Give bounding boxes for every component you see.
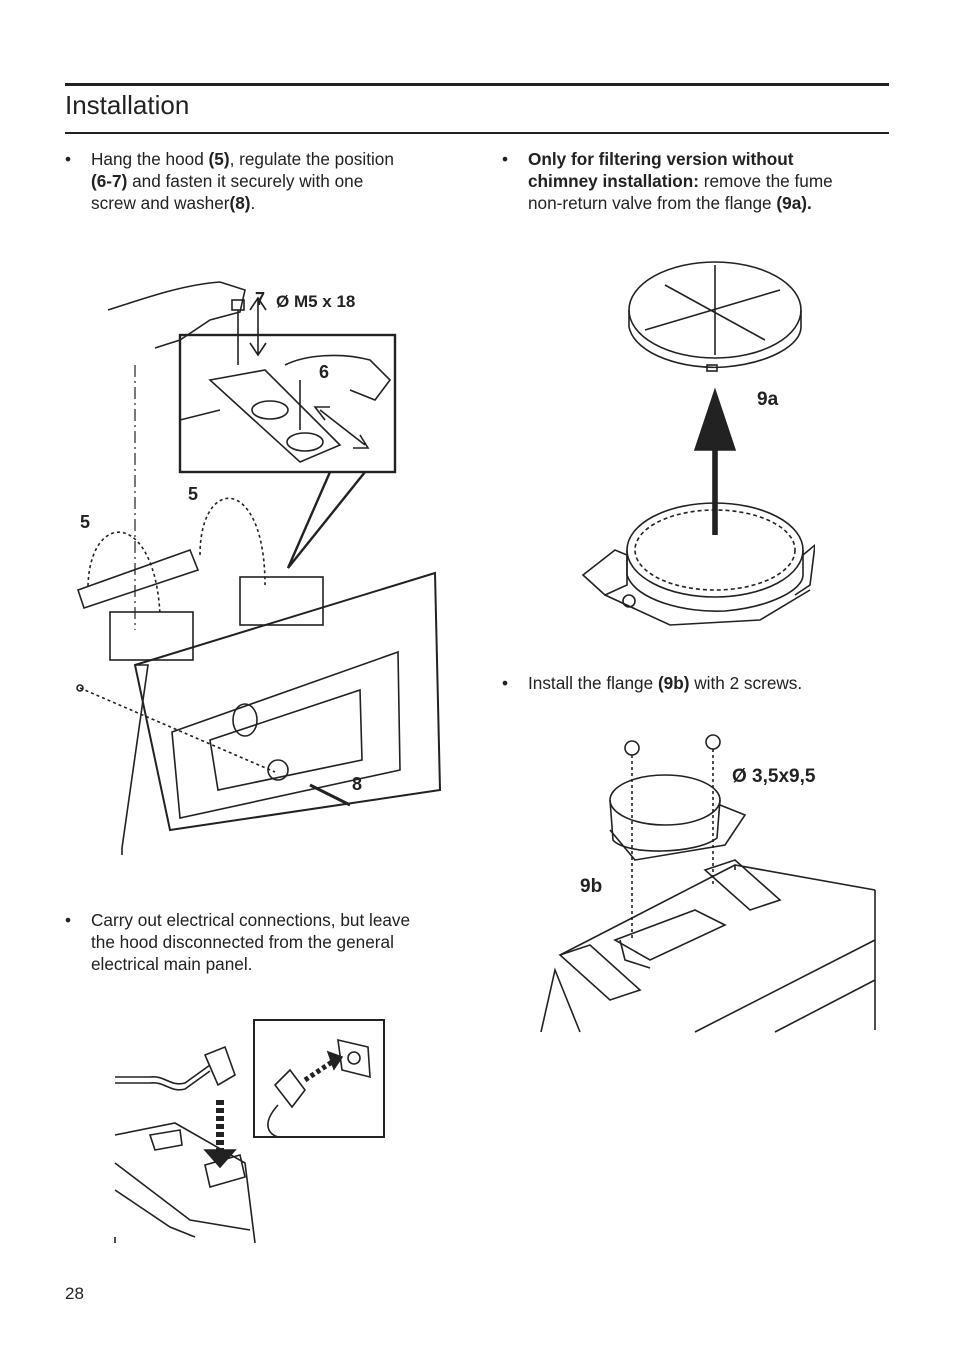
callout-8: 8 <box>352 774 362 794</box>
page-title: Installation <box>65 90 190 120</box>
valve-removal-illustration: 9a <box>581 261 815 626</box>
figure-hang-hood: 7 Ø M5 x 18 6 5 5 8 <box>60 270 460 855</box>
callout-screw-35: Ø 3,5x9,5 <box>732 766 816 787</box>
figure-electrical <box>110 1015 400 1243</box>
callout-5-left: 5 <box>80 512 90 532</box>
page-number: 28 <box>65 1284 84 1303</box>
figure-flange-install: Ø 3,5x9,5 9b <box>535 730 880 1035</box>
step-hang-text: Hang the hood (5), regulate the position… <box>91 149 394 213</box>
step-electrical: • Carry out electrical connections, but … <box>65 909 465 979</box>
callout-6: 6 <box>319 362 329 382</box>
step-hang-hood: • Hang the hood (5), regulate the positi… <box>65 148 465 218</box>
bullet-dot: • <box>65 149 72 169</box>
callout-9b: 9b <box>580 876 602 897</box>
header-rule-top <box>65 83 889 86</box>
figure-valve-removal: 9a <box>575 245 815 635</box>
header-rule-bottom <box>65 132 889 134</box>
hang-hood-illustration: 7 Ø M5 x 18 6 5 5 8 <box>76 281 442 855</box>
callout-screw-m5: Ø M5 x 18 <box>276 292 355 311</box>
callout-5-right: 5 <box>188 484 198 504</box>
step-install-flange: • Install the flange (9b) with 2 screws. <box>502 672 902 696</box>
bullet-dot: • <box>502 673 509 693</box>
step-filter-text: Only for filtering version without chimn… <box>528 149 833 213</box>
electrical-illustration <box>114 1019 385 1243</box>
callout-9a: 9a <box>757 389 779 410</box>
step-electrical-text: Carry out electrical connections, but le… <box>91 910 411 974</box>
flange-install-illustration: Ø 3,5x9,5 9b <box>540 734 876 1033</box>
step-flange-text: Install the flange (9b) with 2 screws. <box>528 673 803 693</box>
callout-7: 7 <box>255 289 265 309</box>
bullet-dot: • <box>502 149 509 169</box>
bullet-dot: • <box>65 910 72 930</box>
step-filter-version: • Only for filtering version without chi… <box>502 148 902 218</box>
